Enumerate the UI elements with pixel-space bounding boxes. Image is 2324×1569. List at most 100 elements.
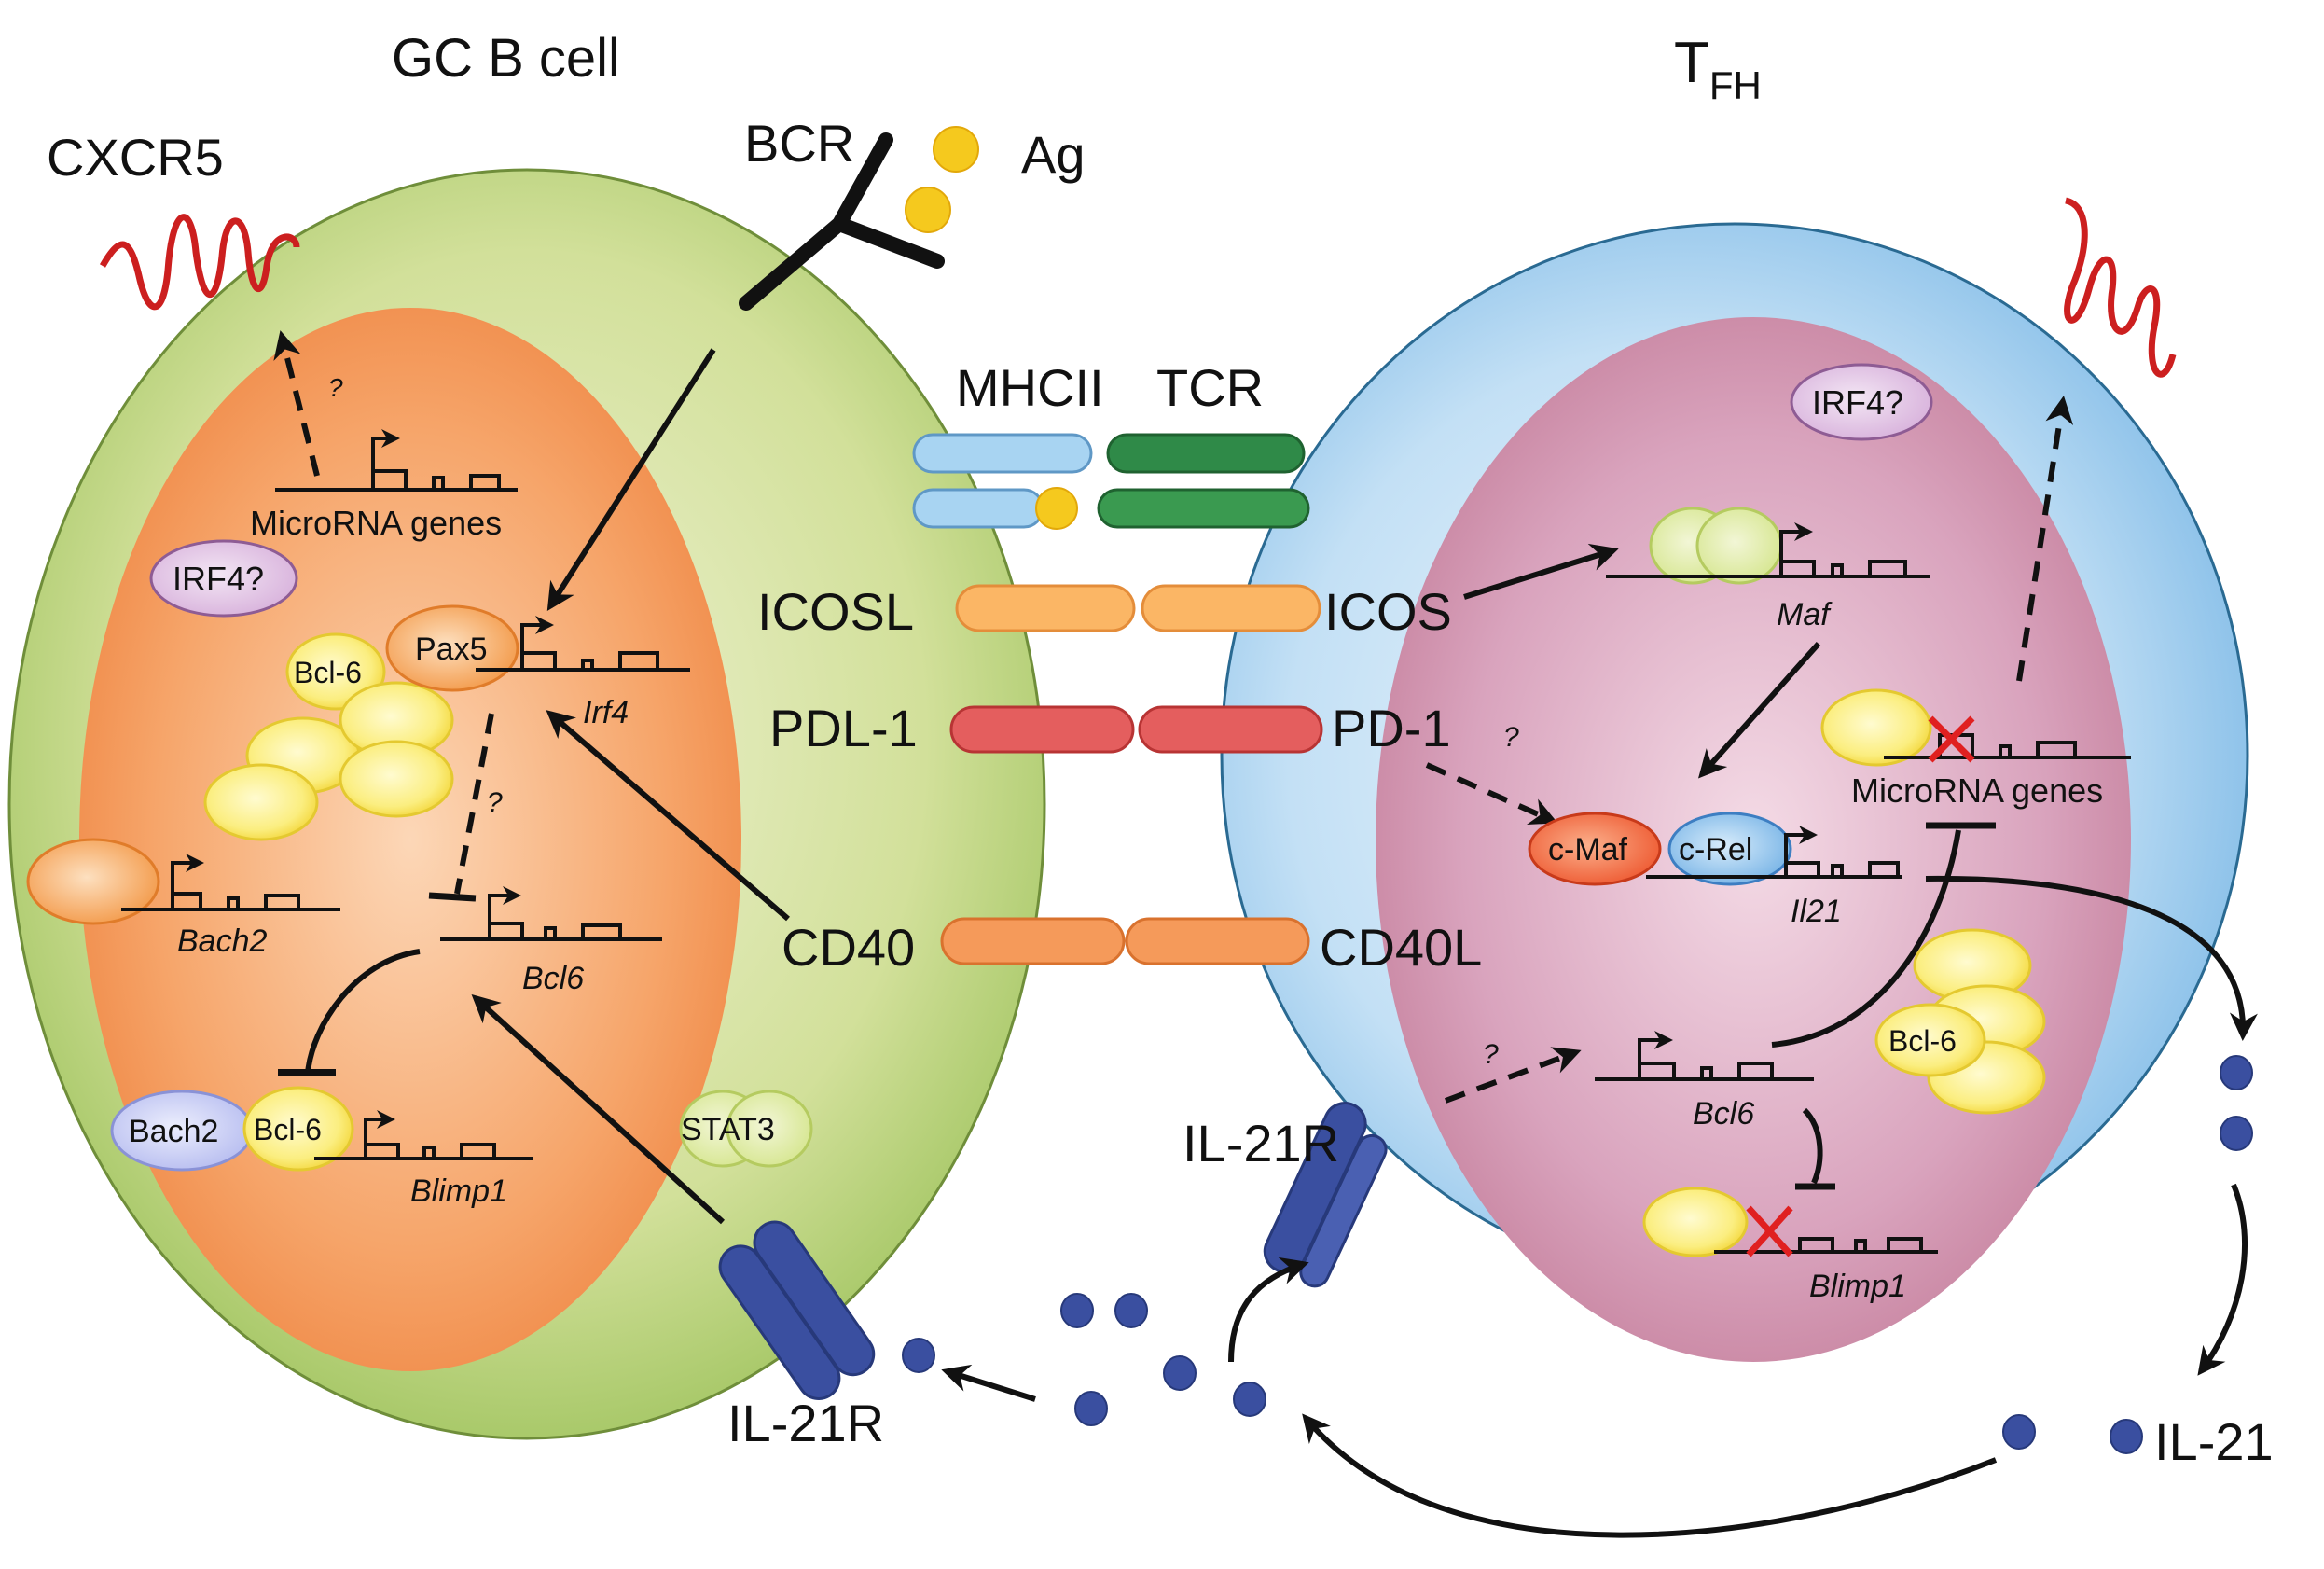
b-irf4-gene-icon (476, 616, 690, 672)
icos-to-maf-arrow (1463, 543, 1619, 600)
pdl1-bar (949, 705, 1135, 754)
b-bcl6-gene-label: Bcl6 (522, 961, 584, 996)
pd1-label: PD-1 (1332, 699, 1451, 757)
b-bach2-bound-protein (26, 838, 160, 925)
pd1-bar (1138, 705, 1323, 754)
tcr-label: TCR (1156, 358, 1264, 417)
il21-to-tfh-il21r-arrow (1228, 1257, 1309, 1363)
tfh-question-il21r: ? (1483, 1039, 1499, 1070)
b-bach2-protein-label: Bach2 (129, 1114, 218, 1149)
b-irf4-factor (149, 539, 298, 618)
pd1-to-cmaf-arrow (1425, 762, 1558, 825)
cd40l-label: CD40L (1320, 918, 1482, 977)
cd40-bar (940, 917, 1126, 965)
il21-molecule (1163, 1355, 1197, 1391)
antigen-icon (933, 126, 979, 173)
il21r-to-bcl6-arrow (471, 993, 726, 1225)
b-bcl6-protein-2 (242, 1086, 354, 1172)
tfh-il21r-receptor-icon (1263, 1102, 1388, 1288)
tfh-bcl6-protein (1874, 1003, 1986, 1077)
tfh-irf4-label: IRF4? (1812, 383, 1903, 422)
b-bcl6-oligomer (339, 740, 454, 818)
maf-gene-icon (1606, 522, 1930, 578)
tfh-blimp1-bound-protein (1642, 1187, 1749, 1257)
peptide-antigen-icon (1035, 487, 1078, 530)
bcr-to-irf4-arrow (546, 348, 716, 612)
pax5-label: Pax5 (415, 632, 488, 667)
b-cell-title: GC B cell (392, 28, 620, 89)
cmaf-label: c-Maf (1548, 832, 1628, 868)
blocked-x-icon (1928, 715, 1975, 763)
il21-molecule (2220, 1116, 2253, 1151)
b-irf4-gene-label: Irf4 (583, 695, 629, 730)
b-microrna-genes-label: MicroRNA genes (250, 504, 502, 542)
b-il21r-label: IL-21R (727, 1394, 884, 1452)
irf4-inhibits-bcl6 (454, 713, 494, 895)
il21-secretion-arrow (1925, 875, 2258, 1041)
cd40l-bar (1125, 917, 1310, 965)
tfh-bcl6-label: Bcl-6 (1888, 1024, 1957, 1058)
tfh-il21r-label: IL-21R (1183, 1114, 1339, 1173)
il21r-to-bcl6-arrow-tfh (1444, 1047, 1582, 1104)
il21-to-b-il21r-arrow (941, 1364, 1036, 1402)
bcl6-inhibits-blimp1 (305, 949, 421, 1074)
bcr-label: BCR (744, 114, 854, 173)
il21-molecule (2110, 1419, 2143, 1454)
b-blimp1-gene-icon (314, 1110, 533, 1160)
b-question-cxcr5: ? (328, 373, 343, 402)
il21-molecule (1233, 1382, 1266, 1417)
tcr-chain-a (1106, 433, 1306, 474)
icosl-bar (955, 584, 1136, 632)
b-bcl6-oligomer (203, 763, 319, 841)
il21-molecule (2220, 1055, 2253, 1090)
bcr-receptor-icon (739, 132, 945, 311)
cd40-to-irf4-arrow (546, 710, 790, 922)
tfh-cxcr5-receptor-icon (2064, 197, 2177, 378)
cxcr5-receptor-icon (99, 214, 300, 311)
il21-molecules (902, 1055, 2253, 1454)
tfh-microrna-genes-label: MicroRNA genes (1851, 771, 2103, 810)
icos-label: ICOS (1324, 582, 1452, 641)
inhibition-bar (428, 892, 477, 902)
b-bach2-gene-icon (121, 854, 340, 911)
tfh-bcl6-gene-label: Bcl6 (1693, 1096, 1754, 1132)
tfh-irf4-factor (1790, 363, 1933, 441)
il21-molecule (1074, 1391, 1108, 1426)
icos-bar (1141, 584, 1321, 632)
il21-molecule (902, 1338, 935, 1373)
tfh-microrna-bound-protein (1820, 688, 1932, 767)
stat3-dimer (726, 1090, 813, 1168)
icosl-label: ICOSL (757, 582, 914, 641)
il21-molecule (2002, 1414, 2036, 1450)
mhcii-chain-b (912, 488, 1044, 529)
b-bcl6-label: Bcl-6 (294, 656, 362, 689)
crel-factor (1667, 812, 1792, 886)
il21-label: IL-21 (2154, 1412, 2274, 1471)
il21-return-arrow (1302, 1413, 1998, 1538)
mhcii-label: MHCII (956, 358, 1104, 417)
cxcr5-label: CXCR5 (47, 128, 224, 187)
cd40-label: CD40 (782, 918, 915, 977)
il21-molecule (1114, 1293, 1148, 1328)
stat3-label: STAT3 (681, 1112, 775, 1147)
b-microrna-to-cxcr5-arrow (273, 330, 320, 477)
blocked-x-icon (1746, 1205, 1793, 1257)
b-blimp1-gene-label: Blimp1 (410, 1173, 507, 1209)
b-irf4-label: IRF4? (173, 560, 264, 598)
il21-down-arrow (2197, 1183, 2248, 1376)
b-bach2-gene-label: Bach2 (177, 923, 267, 959)
b-bcl6-protein-2-label: Bcl-6 (254, 1113, 322, 1146)
bcl6-inhibits-microrna (1771, 829, 1961, 1048)
tfh-bcl6-inhibits-blimp1 (1802, 1107, 1823, 1185)
tfh-microrna-to-cxcr5-arrow (2016, 396, 2074, 682)
cmaf-factor (1528, 812, 1662, 886)
b-question-bcl6: ? (487, 787, 503, 818)
b-bcl6-gene-icon (440, 886, 662, 941)
il21-gene-icon (1646, 826, 1902, 879)
antigen-icon (905, 187, 951, 233)
mhcii-chain-a (912, 433, 1093, 474)
crel-label: c-Rel (1679, 832, 1752, 868)
maf-to-il21-arrow (1698, 642, 1821, 779)
maf-bound-protein (1695, 507, 1783, 585)
